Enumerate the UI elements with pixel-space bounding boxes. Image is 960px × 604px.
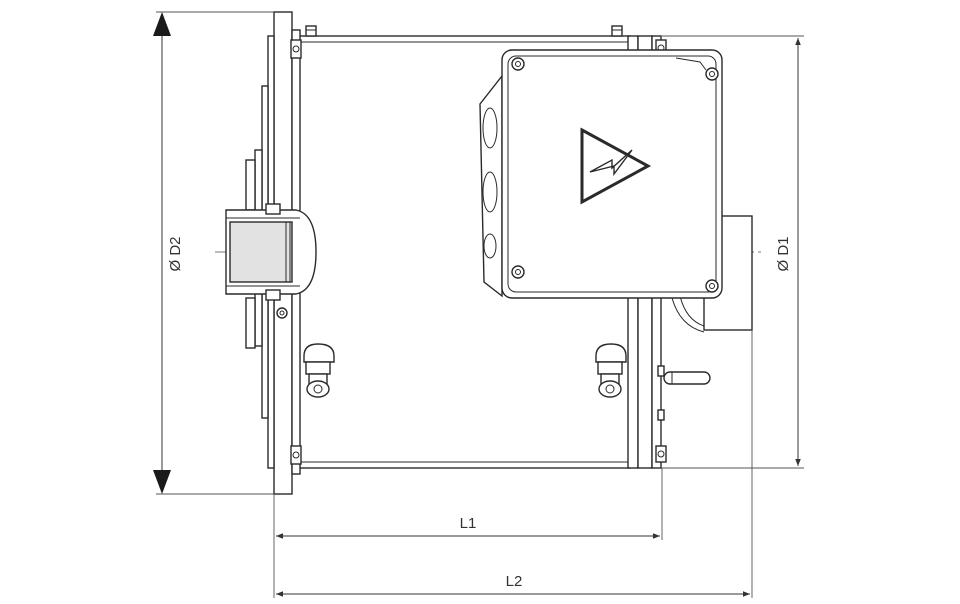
cable-gland-right: [595, 343, 627, 398]
flange-bolts-left: [276, 25, 317, 465]
lever-handle: [663, 371, 711, 385]
d2-arrow-top: [153, 12, 171, 36]
motor-hub: [225, 203, 317, 301]
d2-arrow-bottom: [153, 470, 171, 494]
l1-label: L1: [460, 515, 477, 532]
high-voltage-warning-icon: [580, 127, 652, 205]
d2-label: Ø D2: [167, 236, 184, 271]
l2-label: L2: [506, 573, 523, 590]
d1-label: Ø D1: [775, 236, 792, 271]
extension-lines: [156, 11, 804, 598]
cable-gland-left: [303, 343, 335, 398]
